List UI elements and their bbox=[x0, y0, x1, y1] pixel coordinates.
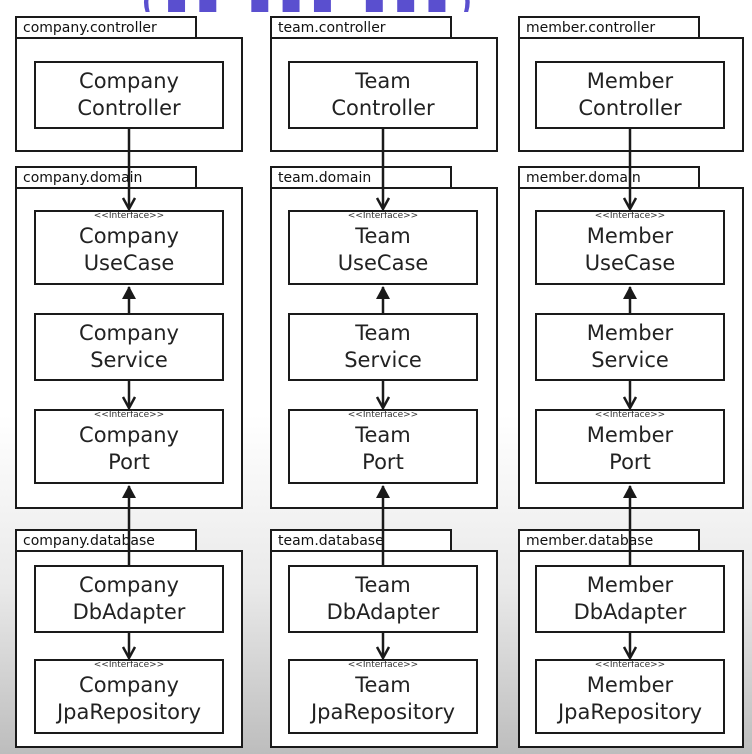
box-role: DbAdapter bbox=[573, 600, 687, 624]
box-name: Company bbox=[79, 69, 179, 93]
port-interface-box: <<Interface>> Company Port bbox=[34, 409, 224, 484]
box-role: Controller bbox=[331, 96, 435, 120]
jpa-repository-interface-box: <<Interface>> Company JpaRepository bbox=[34, 659, 224, 734]
port-interface-box: <<Interface>> Member Port bbox=[535, 409, 725, 484]
controller-box: Member Controller bbox=[535, 61, 725, 129]
interface-stereotype: <<Interface>> bbox=[594, 660, 666, 670]
interface-stereotype: <<Interface>> bbox=[347, 410, 419, 420]
package-tab-database: team.database bbox=[270, 529, 452, 551]
box-name: Company bbox=[79, 673, 179, 697]
box-role: JpaRepository bbox=[310, 700, 456, 724]
box-role: UseCase bbox=[337, 251, 429, 275]
interface-stereotype: <<Interface>> bbox=[347, 660, 419, 670]
package-tab-domain: member.domain bbox=[518, 166, 700, 188]
box-role: JpaRepository bbox=[557, 700, 703, 724]
service-box: Team Service bbox=[288, 313, 478, 381]
interface-stereotype: <<Interface>> bbox=[347, 211, 419, 221]
usecase-interface-box: <<Interface>> Team UseCase bbox=[288, 210, 478, 285]
box-role: Controller bbox=[578, 96, 682, 120]
package-tab-domain: team.domain bbox=[270, 166, 452, 188]
usecase-interface-box: <<Interface>> Company UseCase bbox=[34, 210, 224, 285]
package-tab-domain: company.domain bbox=[15, 166, 197, 188]
box-role: Service bbox=[591, 348, 669, 372]
box-name: Team bbox=[355, 321, 411, 345]
package-tab-controller: company.controller bbox=[15, 16, 197, 38]
usecase-interface-box: <<Interface>> Member UseCase bbox=[535, 210, 725, 285]
package-tab-database: company.database bbox=[15, 529, 197, 551]
package-tab-database: member.database bbox=[518, 529, 700, 551]
db-adapter-box: Company DbAdapter bbox=[34, 565, 224, 633]
jpa-repository-interface-box: <<Interface>> Team JpaRepository bbox=[288, 659, 478, 734]
interface-stereotype: <<Interface>> bbox=[93, 660, 165, 670]
box-name: Team bbox=[355, 423, 411, 447]
interface-stereotype: <<Interface>> bbox=[594, 410, 666, 420]
cropped-title: (▮▮ ▮▮▮ ▮▮▮) bbox=[140, 0, 660, 12]
box-name: Member bbox=[586, 573, 674, 597]
box-name: Team bbox=[355, 224, 411, 248]
box-name: Company bbox=[79, 321, 179, 345]
box-name: Member bbox=[586, 321, 674, 345]
box-role: Service bbox=[90, 348, 168, 372]
box-name: Member bbox=[586, 673, 674, 697]
box-role: DbAdapter bbox=[326, 600, 440, 624]
box-role: UseCase bbox=[83, 251, 175, 275]
package-tab-controller: team.controller bbox=[270, 16, 452, 38]
box-role: JpaRepository bbox=[56, 700, 202, 724]
box-role: Port bbox=[362, 450, 404, 474]
jpa-repository-interface-box: <<Interface>> Member JpaRepository bbox=[535, 659, 725, 734]
box-name: Team bbox=[355, 573, 411, 597]
box-name: Member bbox=[586, 69, 674, 93]
box-name: Company bbox=[79, 224, 179, 248]
service-box: Member Service bbox=[535, 313, 725, 381]
interface-stereotype: <<Interface>> bbox=[93, 410, 165, 420]
box-role: Port bbox=[108, 450, 150, 474]
box-role: DbAdapter bbox=[72, 600, 186, 624]
box-role: Service bbox=[344, 348, 422, 372]
controller-box: Team Controller bbox=[288, 61, 478, 129]
db-adapter-box: Member DbAdapter bbox=[535, 565, 725, 633]
box-role: Port bbox=[609, 450, 651, 474]
box-name: Member bbox=[586, 224, 674, 248]
db-adapter-box: Team DbAdapter bbox=[288, 565, 478, 633]
controller-box: Company Controller bbox=[34, 61, 224, 129]
box-name: Team bbox=[355, 673, 411, 697]
box-name: Company bbox=[79, 573, 179, 597]
box-name: Company bbox=[79, 423, 179, 447]
port-interface-box: <<Interface>> Team Port bbox=[288, 409, 478, 484]
box-name: Member bbox=[586, 423, 674, 447]
interface-stereotype: <<Interface>> bbox=[594, 211, 666, 221]
box-role: Controller bbox=[77, 96, 181, 120]
box-role: UseCase bbox=[584, 251, 676, 275]
interface-stereotype: <<Interface>> bbox=[93, 211, 165, 221]
box-name: Team bbox=[355, 69, 411, 93]
service-box: Company Service bbox=[34, 313, 224, 381]
package-tab-controller: member.controller bbox=[518, 16, 700, 38]
